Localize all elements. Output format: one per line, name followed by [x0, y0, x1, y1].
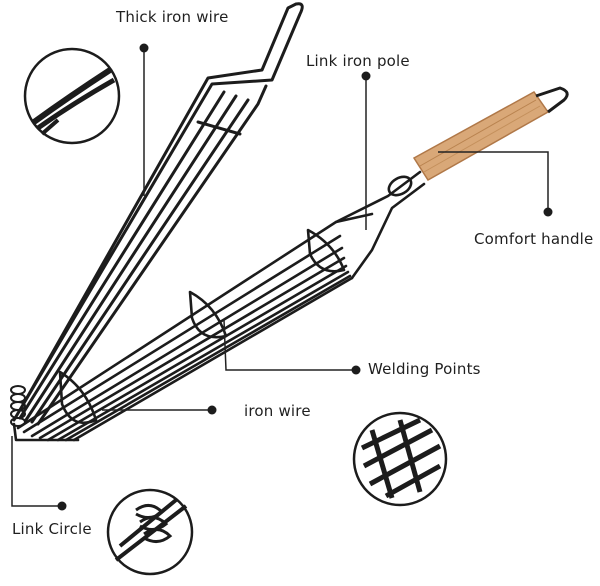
label-iron-wire: iron wire: [244, 402, 311, 420]
detail-circle-coil: [106, 488, 194, 576]
wooden-handle: [412, 86, 569, 182]
basket-lid: [12, 2, 304, 426]
detail-circle-welding: [352, 411, 448, 507]
label-link-circle: Link Circle: [12, 520, 92, 538]
label-comfort-handle: Comfort handle: [474, 230, 594, 248]
basket-body: [12, 170, 426, 442]
detail-circle-wire: [23, 47, 121, 145]
label-thick-iron-wire: Thick iron wire: [116, 8, 229, 26]
label-link-iron-pole: Link iron pole: [306, 52, 410, 70]
link-circle-coil: [10, 385, 26, 427]
leader-dots: [57, 43, 553, 511]
label-welding-points: Welding Points: [368, 360, 481, 378]
leader-lines: [11, 48, 549, 507]
